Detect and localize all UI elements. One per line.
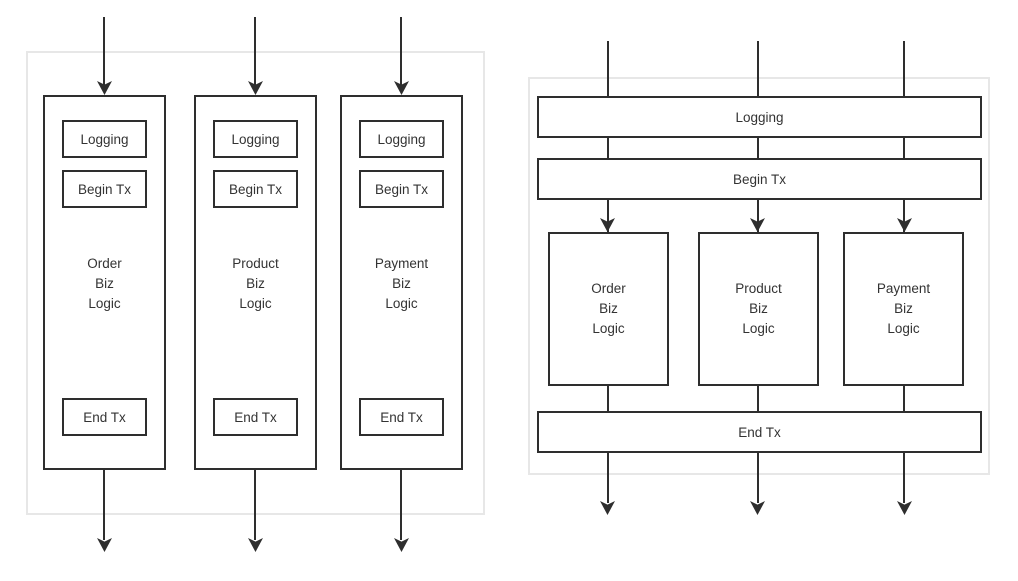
column-payment: Logging Begin Tx Payment Biz Logic End T… <box>340 95 463 470</box>
biz-logic-line: Product <box>232 256 279 271</box>
biz-logic-line: Payment <box>876 281 931 296</box>
flow-line <box>400 17 402 85</box>
end-tx-label: End Tx <box>738 424 781 440</box>
end-tx-label: End Tx <box>83 409 126 425</box>
flow-line <box>254 470 256 540</box>
order-box: Order Biz Logic <box>548 232 669 386</box>
biz-logic-line: Logic <box>742 321 775 336</box>
logging-box: Logging <box>359 120 444 158</box>
flow-line <box>103 17 105 85</box>
begin-tx-box: Begin Tx <box>62 170 147 208</box>
biz-logic-line: Logic <box>592 321 625 336</box>
end-tx-box: End Tx <box>359 398 444 436</box>
biz-logic-line: Payment <box>374 256 429 271</box>
end-tx-box: End Tx <box>62 398 147 436</box>
logging-box: Logging <box>213 120 298 158</box>
arrowhead-down-icon <box>750 501 765 515</box>
logging-box: Logging <box>62 120 147 158</box>
flow-line <box>400 470 402 540</box>
begin-tx-label: Begin Tx <box>732 171 787 187</box>
begin-tx-label: Begin Tx <box>374 181 429 197</box>
product-box: Product Biz Logic <box>698 232 819 386</box>
biz-logic-line: Order <box>87 256 122 271</box>
column-product: Logging Begin Tx Product Biz Logic End T… <box>194 95 317 470</box>
logging-label: Logging <box>377 131 426 147</box>
logging-label: Logging <box>231 131 280 147</box>
flow-line <box>103 470 105 540</box>
right-diagram-frame <box>528 77 990 475</box>
biz-logic-label: Order Biz Logic <box>45 254 164 314</box>
begin-tx-box: Begin Tx <box>213 170 298 208</box>
biz-logic-line: Logic <box>887 321 920 336</box>
end-tx-label: End Tx <box>234 409 277 425</box>
biz-logic-line: Logic <box>239 296 272 311</box>
biz-logic-line: Biz <box>392 276 411 291</box>
flow-line <box>254 17 256 85</box>
biz-logic-label: Product Biz Logic <box>196 254 315 314</box>
arrowhead-down-icon <box>897 501 912 515</box>
biz-logic-line: Order <box>591 281 626 296</box>
logging-label: Logging <box>735 109 784 125</box>
biz-logic-line: Biz <box>749 301 768 316</box>
biz-logic-line: Biz <box>599 301 618 316</box>
begin-tx-label: Begin Tx <box>77 181 132 197</box>
biz-logic-line: Logic <box>385 296 418 311</box>
logging-bar: Logging <box>537 96 982 138</box>
biz-logic-line: Product <box>735 281 782 296</box>
biz-logic-line: Logic <box>88 296 121 311</box>
column-order: Logging Begin Tx Order Biz Logic End Tx <box>43 95 166 470</box>
end-tx-box: End Tx <box>213 398 298 436</box>
biz-logic-line: Biz <box>894 301 913 316</box>
arrowhead-down-icon <box>600 501 615 515</box>
biz-logic-line: Biz <box>246 276 265 291</box>
biz-logic-line: Biz <box>95 276 114 291</box>
logging-label: Logging <box>80 131 129 147</box>
begin-tx-label: Begin Tx <box>228 181 283 197</box>
payment-box: Payment Biz Logic <box>843 232 964 386</box>
begin-tx-bar: Begin Tx <box>537 158 982 200</box>
end-tx-bar: End Tx <box>537 411 982 453</box>
biz-logic-label: Payment Biz Logic <box>342 254 461 314</box>
end-tx-label: End Tx <box>380 409 423 425</box>
begin-tx-box: Begin Tx <box>359 170 444 208</box>
